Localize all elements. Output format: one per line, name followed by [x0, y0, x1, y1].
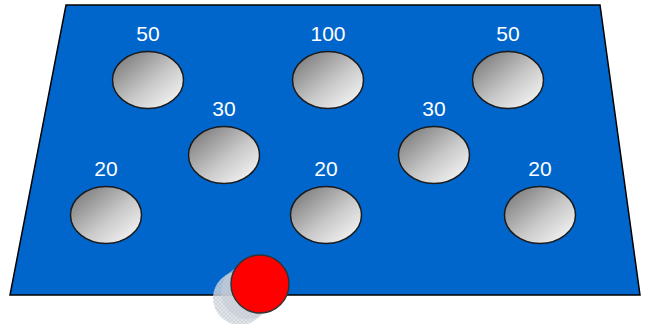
- hole-outline: [293, 52, 364, 109]
- score-hole: 100: [291, 22, 365, 110]
- hole-shape: [471, 50, 545, 110]
- score-value: 50: [136, 22, 159, 46]
- hole-shape: [111, 50, 185, 110]
- hole-shape: [291, 50, 365, 110]
- score-value: 100: [310, 22, 345, 46]
- score-hole: 20: [69, 157, 143, 245]
- hole-outline: [399, 127, 470, 184]
- score-value: 20: [94, 157, 117, 181]
- hole-outline: [189, 127, 260, 184]
- score-hole: 30: [187, 97, 261, 185]
- hole-outline: [505, 187, 576, 244]
- score-value: 30: [212, 97, 235, 121]
- score-hole: 50: [111, 22, 185, 110]
- score-value: 30: [422, 97, 445, 121]
- hole-shape: [397, 125, 471, 185]
- hole-outline: [71, 187, 142, 244]
- hole-outline: [113, 52, 184, 109]
- hole-shape: [289, 185, 363, 245]
- red-ball: [231, 255, 289, 313]
- score-value: 50: [496, 22, 519, 46]
- score-hole: 20: [289, 157, 363, 245]
- hole-shape: [187, 125, 261, 185]
- hole-shape: [69, 185, 143, 245]
- score-hole: 50: [471, 22, 545, 110]
- score-value: 20: [528, 157, 551, 181]
- board: [10, 5, 640, 295]
- score-hole: 30: [397, 97, 471, 185]
- score-hole: 20: [503, 157, 577, 245]
- hole-shape: [503, 185, 577, 245]
- hole-outline: [473, 52, 544, 109]
- hole-outline: [291, 187, 362, 244]
- score-value: 20: [314, 157, 337, 181]
